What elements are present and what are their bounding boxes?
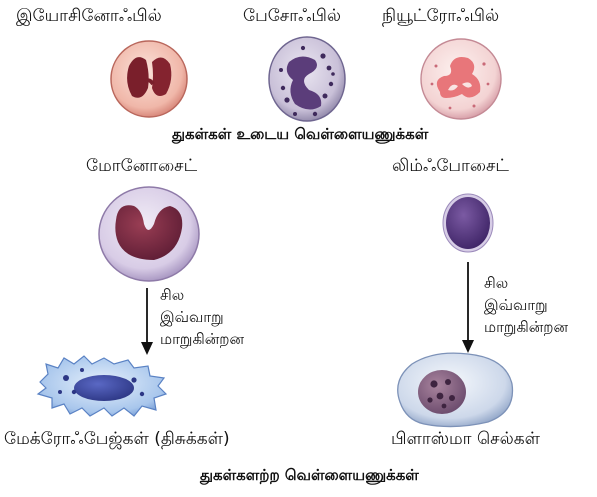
basophil-cell: [265, 34, 349, 124]
monocyte-to-macrophage-arrow: [140, 288, 154, 356]
neutrophil-cell: [418, 36, 504, 122]
lymphocyte-cell: [441, 192, 495, 254]
eosinophil-cell: [108, 38, 190, 120]
note-line2: இவ்வாறு: [160, 306, 244, 328]
lymphocyte-to-plasma-arrow: [461, 262, 475, 354]
eosinophil-label: இயோசினோஃபில்: [16, 6, 162, 26]
macrophage-label: மேக்ரோஃபேஜ்கள் (திசுக்கள்): [4, 429, 230, 449]
monocyte-cell: [96, 184, 202, 284]
note-line3: மாறுகின்றன: [484, 316, 568, 338]
neutrophil-label: நியூட்ரோஃபில்: [382, 6, 499, 26]
note-line1: சில: [160, 284, 244, 306]
transition-note-right: சில இவ்வாறு மாறுகின்றன: [484, 272, 568, 338]
transition-note-left: சில இவ்வாறு மாறுகின்றன: [160, 284, 244, 350]
macrophage-cell: [34, 352, 170, 422]
lymphocyte-label: லிம்ஃபோசைட்: [392, 156, 509, 176]
plasma-cell: [392, 350, 516, 428]
monocyte-label: மோனோசைட்: [86, 156, 197, 176]
agranulocytes-caption: துகள்களற்ற வெள்ளையணுக்கள்: [200, 466, 419, 484]
granulocytes-caption: துகள்கள் உடைய வெள்ளையணுக்கள்: [172, 125, 428, 143]
note-line2: இவ்வாறு: [484, 294, 568, 316]
basophil-label: பேசோஃபில்: [243, 6, 341, 26]
plasma-cell-label: பிளாஸ்மா செல்கள்: [391, 429, 540, 449]
note-line1: சில: [484, 272, 568, 294]
note-line3: மாறுகின்றன: [160, 328, 244, 350]
